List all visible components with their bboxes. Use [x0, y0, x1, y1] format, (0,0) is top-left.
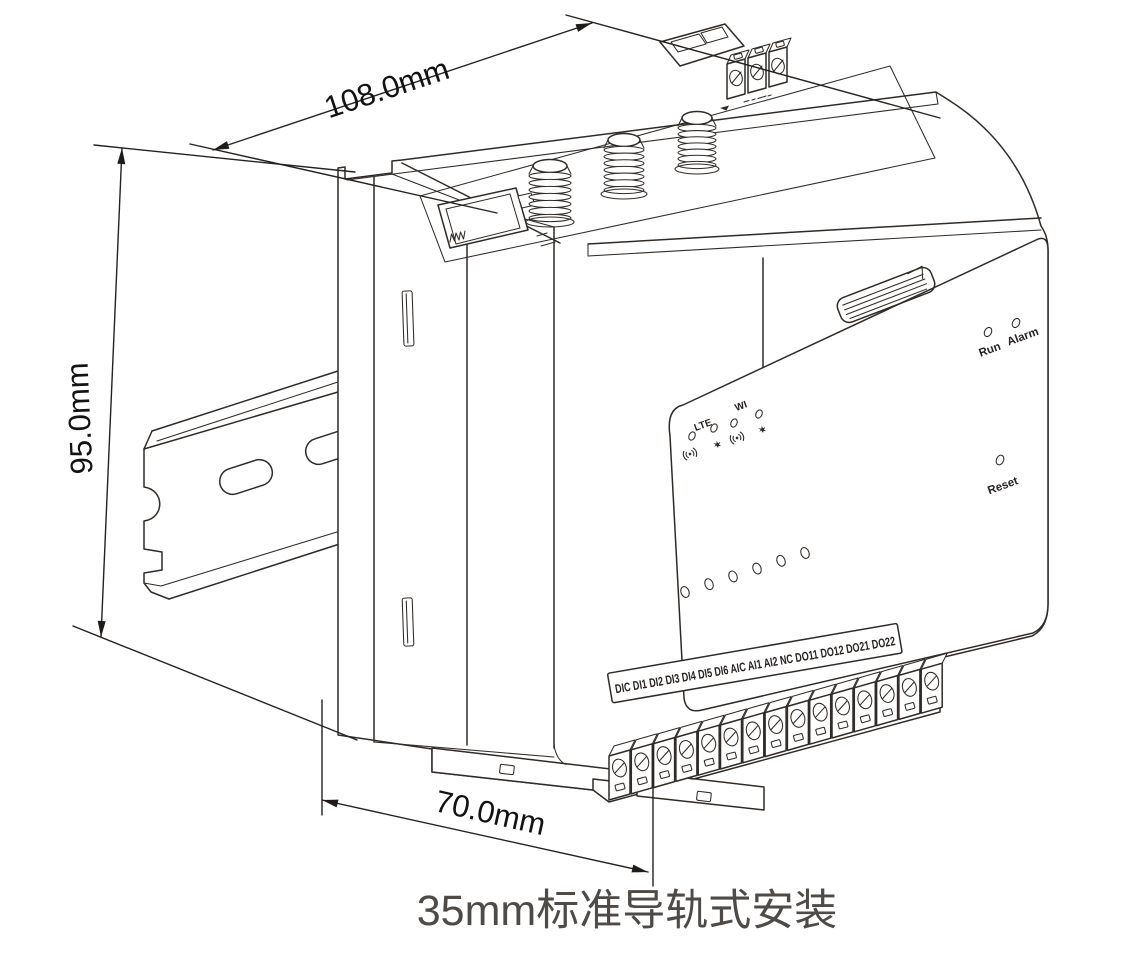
width-dimension-label: 108.0mm	[320, 51, 454, 125]
wifi-led-hole	[755, 409, 763, 419]
terminal-block	[831, 677, 859, 739]
terminal-block	[697, 714, 725, 776]
mounting-caption: 35mm标准导轨式安装	[417, 887, 837, 935]
wifi-label: WI	[734, 399, 749, 414]
terminal-block	[898, 658, 926, 721]
din-rail	[143, 370, 360, 600]
rail-slot	[218, 458, 274, 496]
antenna-connector	[525, 158, 575, 228]
power-terminal-pin	[726, 49, 750, 100]
top-connectors	[437, 23, 792, 249]
status-led-hole	[728, 570, 738, 583]
power-terminal-pins	[726, 37, 792, 100]
antenna-connector	[600, 132, 648, 200]
lte-led-hole	[710, 423, 718, 433]
terminal-block	[608, 739, 636, 801]
clip-slot	[499, 763, 515, 776]
status-led-hole	[680, 586, 690, 598]
side-vent-slot	[401, 597, 415, 647]
power-terminal-pin	[768, 37, 792, 88]
terminal-block	[742, 702, 770, 764]
lte-led-hole	[688, 431, 696, 441]
antenna-connectors	[525, 110, 720, 228]
front-panel: Run Alarm LTE WI Reset	[668, 237, 1049, 712]
run-led-hole	[983, 326, 993, 338]
power-terminal-block	[659, 23, 792, 111]
height-dimension: 95.0mm	[60, 144, 358, 741]
status-led-hole	[752, 562, 762, 575]
front-panel-face	[668, 237, 1049, 712]
status-led-hole	[704, 578, 714, 591]
terminal-block	[786, 689, 814, 752]
terminal-block	[920, 652, 948, 714]
clip-slot	[696, 790, 712, 803]
terminal-block	[719, 708, 748, 770]
status-led-hole	[776, 554, 786, 567]
terminal-block	[875, 665, 904, 727]
terminal-block	[764, 696, 792, 758]
alarm-led-hole	[1011, 317, 1021, 329]
terminal-block	[652, 727, 681, 789]
wifi-led-hole	[730, 418, 738, 428]
depth-dimension-label: 70.0mm	[432, 783, 549, 842]
wifi-led-group: WI	[728, 399, 767, 446]
status-led-row	[680, 547, 810, 598]
terminal-block	[853, 671, 881, 733]
reset-button-hole	[995, 454, 1005, 466]
panel-vent-slot	[836, 265, 936, 324]
status-led-hole	[800, 547, 810, 559]
side-vent-slot	[401, 290, 415, 347]
terminal-block	[675, 720, 703, 783]
terminal-block-row	[608, 652, 948, 801]
terminal-block	[630, 733, 658, 795]
connector-well	[419, 65, 936, 263]
terminal-block	[808, 683, 837, 745]
antenna-connector	[674, 110, 720, 175]
top-deck-front-edge	[587, 217, 1042, 245]
power-terminal-pin	[747, 43, 771, 94]
height-dimension-label: 95.0mm	[60, 362, 100, 475]
